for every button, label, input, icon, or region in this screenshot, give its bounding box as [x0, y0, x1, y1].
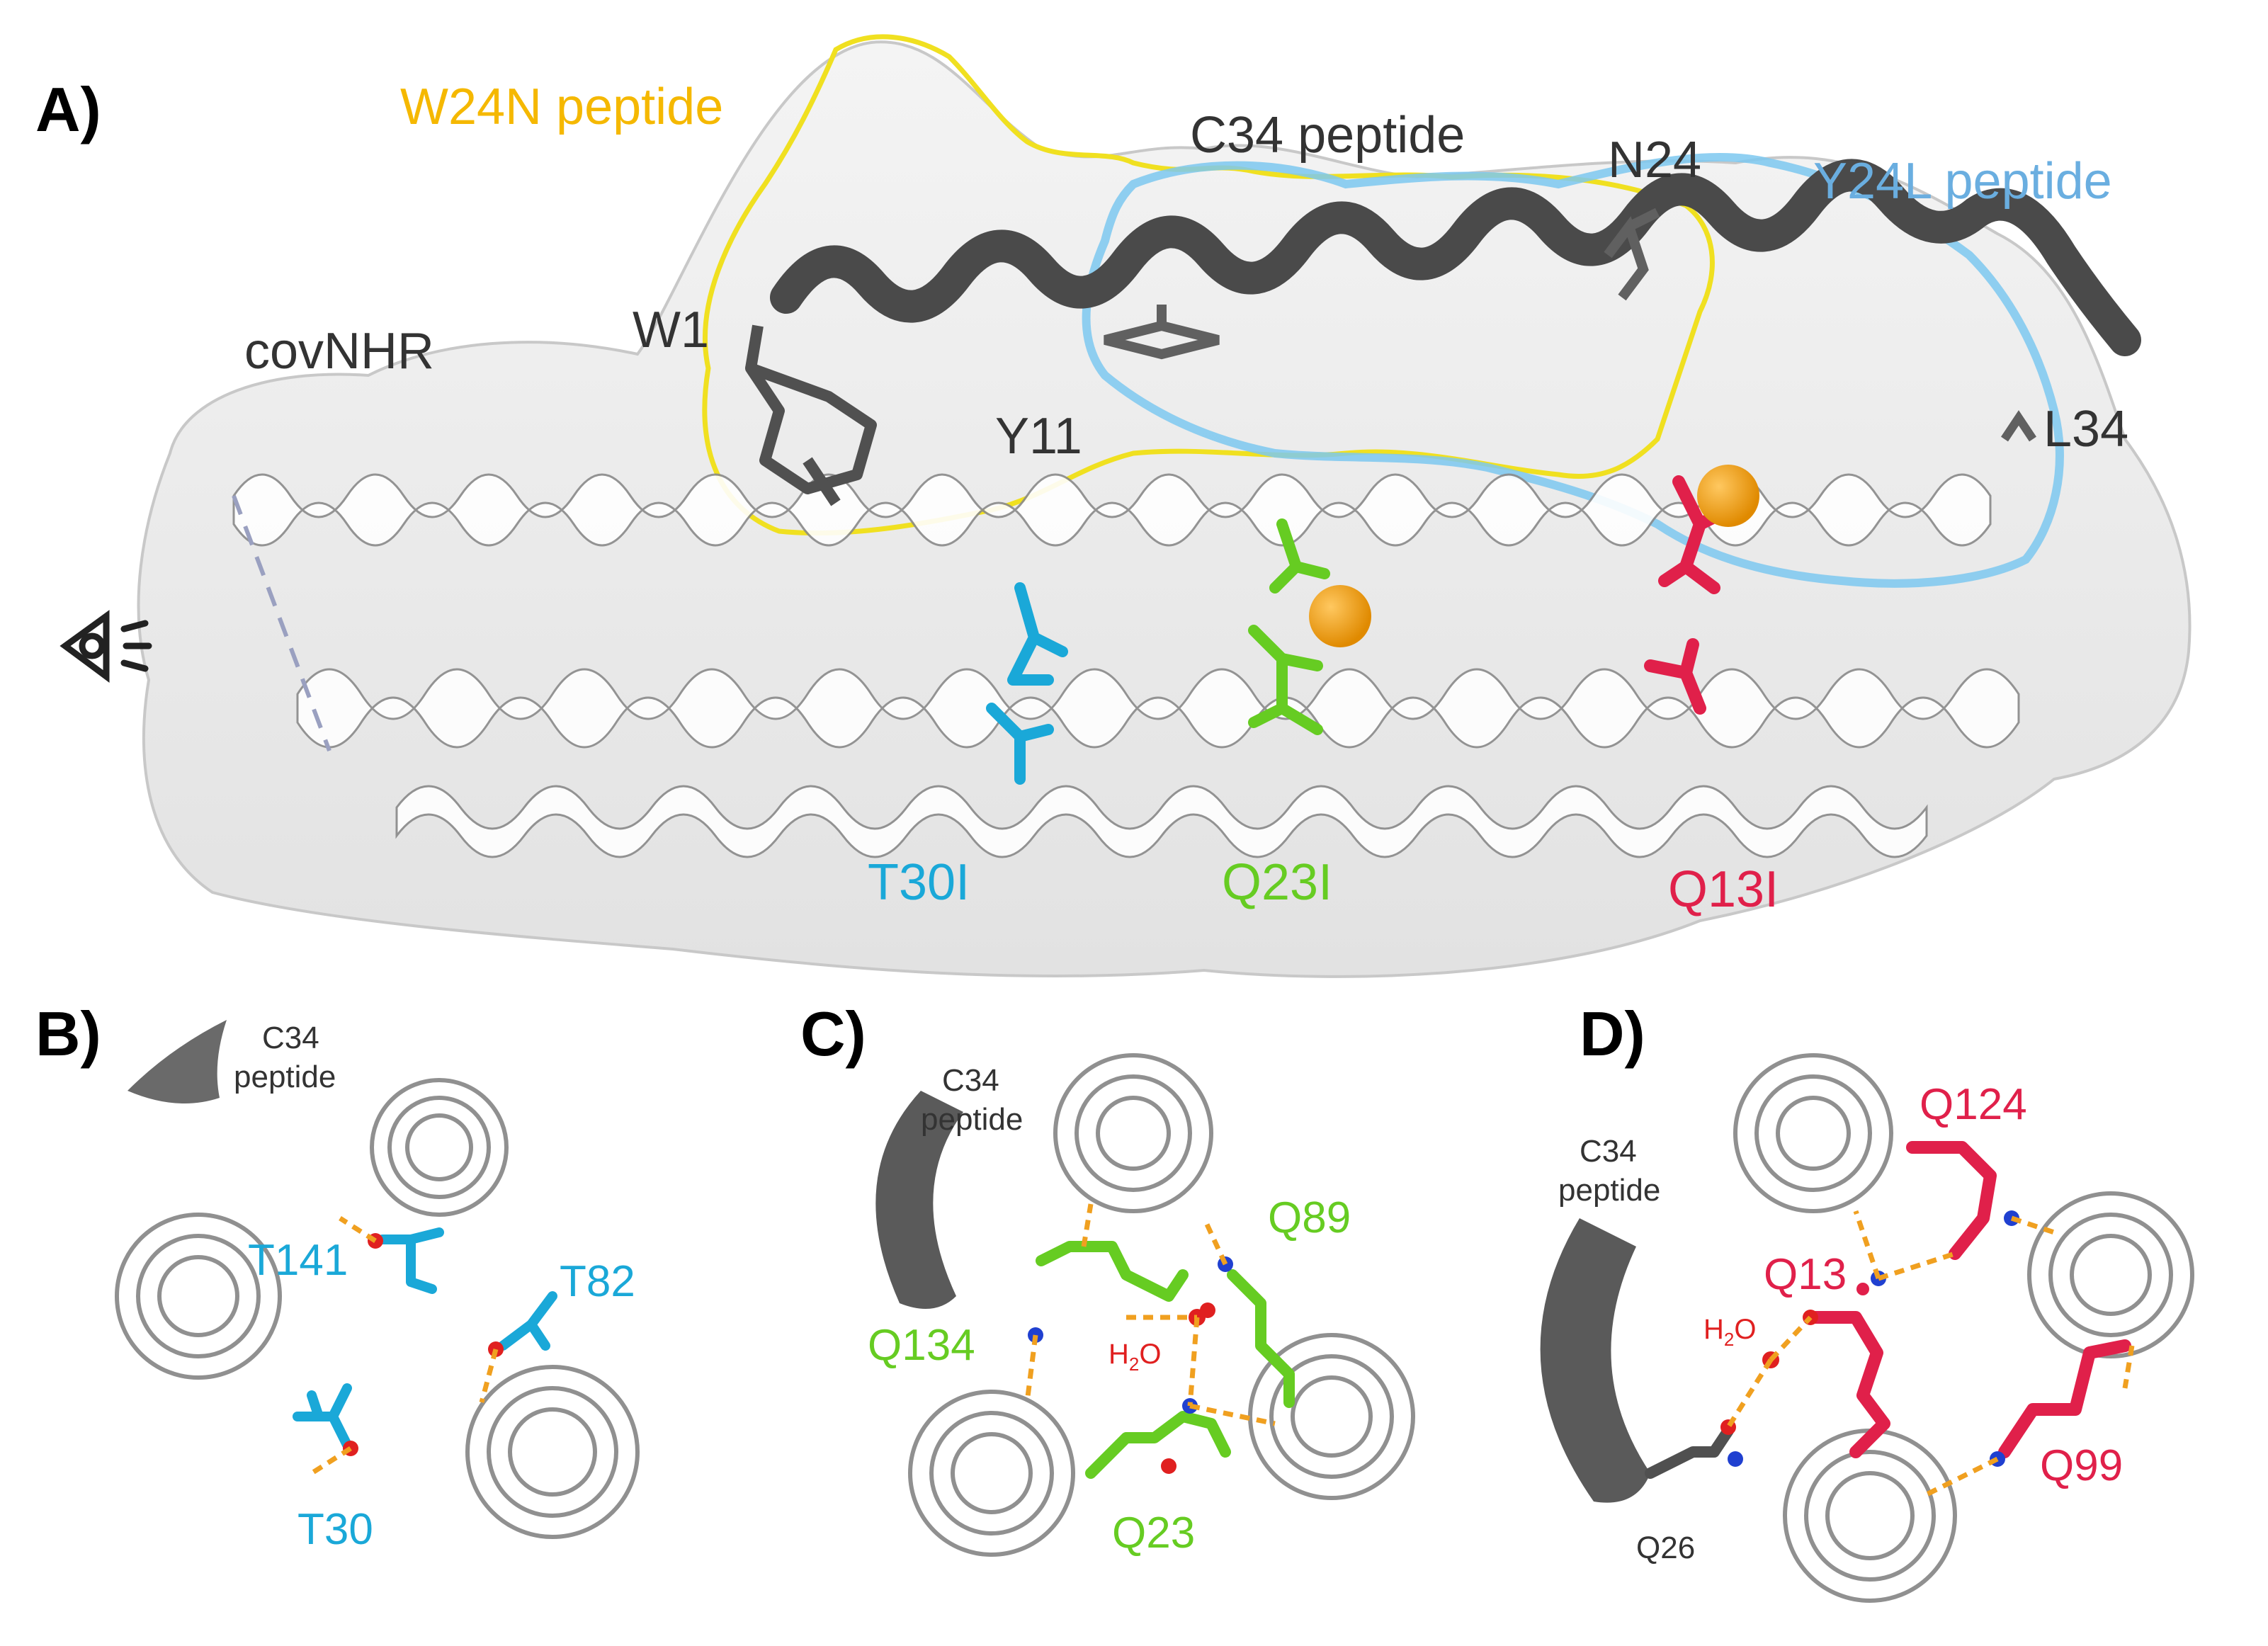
- y11-label: Y11: [995, 408, 1082, 465]
- nhr-helices: [232, 473, 2020, 858]
- t30i-label: T30I: [868, 854, 970, 911]
- helix-rings-d: [1733, 1053, 2194, 1603]
- c34-label-b: C34: [262, 1021, 319, 1055]
- t30-residue-b: [293, 1383, 352, 1450]
- q23i-sphere: [1309, 585, 1371, 647]
- q23-residue: [1085, 1411, 1231, 1479]
- panel-a-tag: A): [35, 74, 101, 144]
- c34-label: C34 peptide: [1190, 107, 1465, 164]
- q134-residue: [1036, 1241, 1189, 1302]
- panel-d-tag: D): [1580, 999, 1645, 1069]
- l34-label: L34: [2043, 401, 2128, 458]
- q26-nitrogen: [1728, 1451, 1743, 1467]
- hbonds-b: [310, 1216, 499, 1475]
- n24-label: N24: [1608, 132, 1701, 188]
- helix-rings-b: [115, 1078, 640, 1539]
- q89-label: Q89: [1268, 1193, 1351, 1242]
- q13i-label: Q13I: [1668, 861, 1779, 918]
- h2o-label-d: H2O: [1703, 1314, 1756, 1350]
- t141-residue-b: [378, 1227, 444, 1294]
- eye-icon: [59, 610, 152, 683]
- q134-label: Q134: [868, 1321, 975, 1370]
- t82-label: T82: [560, 1257, 635, 1306]
- w24n-label: W24N peptide: [400, 79, 723, 135]
- q23-label: Q23: [1112, 1509, 1195, 1557]
- peptide-label-d: peptide: [1558, 1173, 1660, 1208]
- q26-residue: [1645, 1425, 1734, 1479]
- peptide-label-b: peptide: [234, 1060, 336, 1094]
- covnhr-link: [232, 494, 331, 752]
- q124-label: Q124: [1920, 1080, 2027, 1129]
- q23-oxygen: [1161, 1458, 1176, 1474]
- q124-residue: [1906, 1141, 1997, 1260]
- h2o-label-c: H2O: [1109, 1339, 1161, 1375]
- c34-helix-d: [1540, 1218, 1650, 1503]
- q89-residue: [1227, 1269, 1295, 1408]
- peptide-label-c: peptide: [921, 1102, 1023, 1137]
- c34-label-c: C34: [942, 1063, 999, 1098]
- panel-c: C) C34 peptide Q89: [800, 999, 1415, 1557]
- y24l-label: Y24L peptide: [1813, 153, 2112, 210]
- q26-label: Q26: [1636, 1531, 1695, 1565]
- panel-d: D) C34 peptide: [1540, 999, 2194, 1603]
- panel-c-tag: C): [800, 999, 866, 1069]
- q99-label: Q99: [2040, 1441, 2123, 1490]
- q13i-sphere: [1697, 465, 1759, 527]
- t30i-residue: [986, 582, 1068, 785]
- t82-residue-b: [498, 1291, 557, 1351]
- n24-residue: [1604, 208, 1660, 301]
- q99-residue: [1998, 1339, 2131, 1458]
- y11-residue: [1104, 305, 1220, 360]
- y24l-peptide-outline: [1082, 152, 2064, 588]
- l34-residue: [2001, 410, 2036, 442]
- hbonds-d: [1726, 1210, 2135, 1497]
- c34-helix-c: [875, 1091, 963, 1309]
- c34-label-d: C34: [1580, 1134, 1637, 1169]
- w1-label: W1: [633, 302, 709, 358]
- q23i-residue: [1248, 518, 1330, 735]
- c34-helix: [770, 159, 2141, 356]
- hbonds-c: [1024, 1203, 1276, 1426]
- panel-b-tag: B): [35, 999, 101, 1069]
- q23i-label: Q23I: [1222, 854, 1332, 911]
- c34-helix-b: [127, 1020, 227, 1103]
- w1-residue: [745, 324, 877, 506]
- q13-residue: [1807, 1283, 1890, 1458]
- q13-label: Q13: [1764, 1250, 1847, 1299]
- helix-rings-c: [908, 1053, 1415, 1557]
- t30-label: T30: [297, 1505, 373, 1554]
- panel-a: A) W24N peptide C34 peptide N24 Y24L pep…: [35, 34, 2192, 978]
- t141-label: T141: [248, 1236, 348, 1285]
- covnhr-label: covNHR: [244, 323, 434, 380]
- panel-b: B) C34 peptide T141 T82 T30: [35, 999, 640, 1554]
